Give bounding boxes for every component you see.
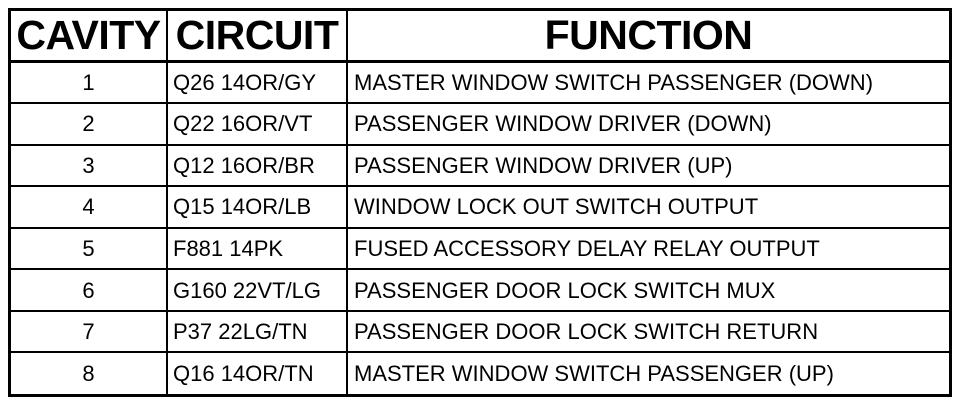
circuit-cell: Q15 14OR/LB bbox=[166, 185, 348, 229]
function-cell: PASSENGER WINDOW DRIVER (DOWN) bbox=[346, 102, 949, 146]
connector-pinout-table: CAVITY CIRCUIT FUNCTION 1 Q26 14OR/GY MA… bbox=[11, 11, 949, 394]
function-cell: PASSENGER WINDOW DRIVER (UP) bbox=[346, 143, 949, 188]
cavity-cell: 3 bbox=[11, 143, 168, 188]
header-cavity: CAVITY bbox=[11, 11, 168, 63]
cavity-cell: 6 bbox=[11, 268, 168, 312]
circuit-cell: P37 22LG/TN bbox=[166, 309, 348, 354]
cavity-cell: 4 bbox=[11, 185, 168, 229]
circuit-cell: Q22 16OR/VT bbox=[166, 102, 348, 146]
function-cell: WINDOW LOCK OUT SWITCH OUTPUT bbox=[346, 185, 949, 229]
cavity-cell: 7 bbox=[11, 309, 168, 354]
cavity-cell: 5 bbox=[11, 226, 168, 271]
cavity-cell: 8 bbox=[11, 351, 168, 394]
header-row: CAVITY CIRCUIT FUNCTION bbox=[11, 11, 949, 63]
circuit-cell: Q26 14OR/GY bbox=[166, 59, 348, 105]
header-function: FUNCTION bbox=[346, 11, 949, 63]
function-cell: PASSENGER DOOR LOCK SWITCH MUX bbox=[346, 268, 949, 312]
function-cell: MASTER WINDOW SWITCH PASSENGER (DOWN) bbox=[346, 59, 949, 105]
circuit-cell: G160 22VT/LG bbox=[166, 268, 348, 312]
table-row: 1 Q26 14OR/GY MASTER WINDOW SWITCH PASSE… bbox=[11, 59, 949, 105]
table-row: 3 Q12 16OR/BR PASSENGER WINDOW DRIVER (U… bbox=[11, 143, 949, 188]
function-cell: FUSED ACCESSORY DELAY RELAY OUTPUT bbox=[346, 226, 949, 271]
table-row: 8 Q16 14OR/TN MASTER WINDOW SWITCH PASSE… bbox=[11, 351, 949, 394]
table-row: 7 P37 22LG/TN PASSENGER DOOR LOCK SWITCH… bbox=[11, 309, 949, 354]
connector-pinout-table-frame: CAVITY CIRCUIT FUNCTION 1 Q26 14OR/GY MA… bbox=[8, 8, 952, 397]
header-circuit: CIRCUIT bbox=[166, 11, 348, 63]
table-row: 2 Q22 16OR/VT PASSENGER WINDOW DRIVER (D… bbox=[11, 102, 949, 146]
function-cell: MASTER WINDOW SWITCH PASSENGER (UP) bbox=[346, 351, 949, 394]
table-row: 5 F881 14PK FUSED ACCESSORY DELAY RELAY … bbox=[11, 226, 949, 271]
table-row: 4 Q15 14OR/LB WINDOW LOCK OUT SWITCH OUT… bbox=[11, 185, 949, 229]
cavity-cell: 2 bbox=[11, 102, 168, 146]
circuit-cell: Q16 14OR/TN bbox=[166, 351, 348, 394]
table-row: 6 G160 22VT/LG PASSENGER DOOR LOCK SWITC… bbox=[11, 268, 949, 312]
circuit-cell: Q12 16OR/BR bbox=[166, 143, 348, 188]
cavity-cell: 1 bbox=[11, 59, 168, 105]
circuit-cell: F881 14PK bbox=[166, 226, 348, 271]
function-cell: PASSENGER DOOR LOCK SWITCH RETURN bbox=[346, 309, 949, 354]
